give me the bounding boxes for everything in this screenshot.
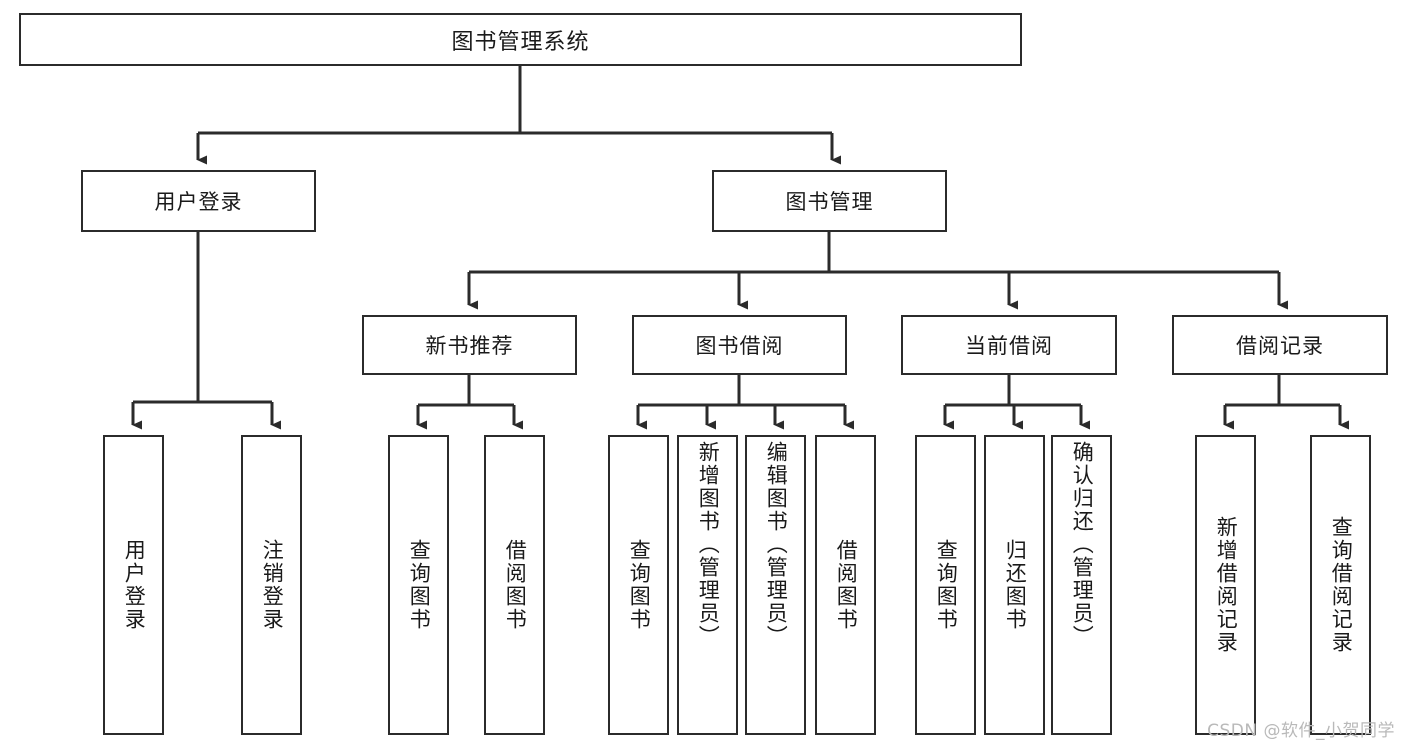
- node-label: 确认归还（管理员）: [1070, 441, 1095, 648]
- leaf-book-borrow-query-books[interactable]: 查询图书: [608, 435, 669, 735]
- node-book-borrow[interactable]: 图书借阅: [632, 315, 847, 375]
- leaf-current-borrow-confirm-return-admin[interactable]: 确认归还（管理员）: [1051, 435, 1112, 735]
- node-borrow-record[interactable]: 借阅记录: [1172, 315, 1388, 375]
- watermark-text: CSDN @软件_小贺同学: [1207, 721, 1395, 741]
- leaf-user-login-login[interactable]: 用户登录: [103, 435, 164, 735]
- leaf-book-borrow-edit-book-admin[interactable]: 编辑图书（管理员）: [745, 435, 806, 735]
- node-user-login[interactable]: 用户登录: [81, 170, 316, 232]
- node-label: 图书借阅: [695, 334, 784, 358]
- leaf-current-borrow-return-books[interactable]: 归还图书: [984, 435, 1045, 735]
- node-label: 查询借阅记录: [1329, 516, 1354, 654]
- node-label: 图书管理: [785, 190, 874, 214]
- leaf-user-login-logout[interactable]: 注销登录: [241, 435, 302, 735]
- node-label: 用户登录: [122, 539, 147, 631]
- leaf-new-book-query-books[interactable]: 查询图书: [388, 435, 449, 735]
- node-label: 新增借阅记录: [1214, 516, 1239, 654]
- node-label: 查询图书: [627, 539, 652, 631]
- leaf-borrow-record-add-record[interactable]: 新增借阅记录: [1195, 435, 1256, 735]
- node-label: 借阅图书: [503, 539, 528, 631]
- node-label: 借阅图书: [834, 539, 859, 631]
- leaf-borrow-record-query-record[interactable]: 查询借阅记录: [1310, 435, 1371, 735]
- node-label: 借阅记录: [1236, 334, 1324, 358]
- leaf-current-borrow-query-books[interactable]: 查询图书: [915, 435, 976, 735]
- leaf-book-borrow-add-book-admin[interactable]: 新增图书（管理员）: [677, 435, 738, 735]
- node-current-borrow[interactable]: 当前借阅: [901, 315, 1117, 375]
- node-label: 查询图书: [407, 539, 432, 631]
- node-label: 新书推荐: [425, 334, 514, 358]
- node-new-book-recommend[interactable]: 新书推荐: [362, 315, 577, 375]
- node-book-management[interactable]: 图书管理: [712, 170, 947, 232]
- node-label: 编辑图书（管理员）: [764, 441, 789, 648]
- node-label: 查询图书: [934, 539, 959, 631]
- leaf-new-book-borrow-books[interactable]: 借阅图书: [484, 435, 545, 735]
- node-label: 当前借阅: [965, 334, 1053, 358]
- node-label: 图书管理系统: [451, 29, 590, 55]
- leaf-book-borrow-borrow-books[interactable]: 借阅图书: [815, 435, 876, 735]
- node-label: 注销登录: [260, 539, 285, 631]
- node-root-book-management-system[interactable]: 图书管理系统: [19, 13, 1022, 66]
- node-label: 新增图书（管理员）: [696, 441, 721, 648]
- node-label: 用户登录: [154, 190, 243, 214]
- node-label: 归还图书: [1003, 539, 1028, 631]
